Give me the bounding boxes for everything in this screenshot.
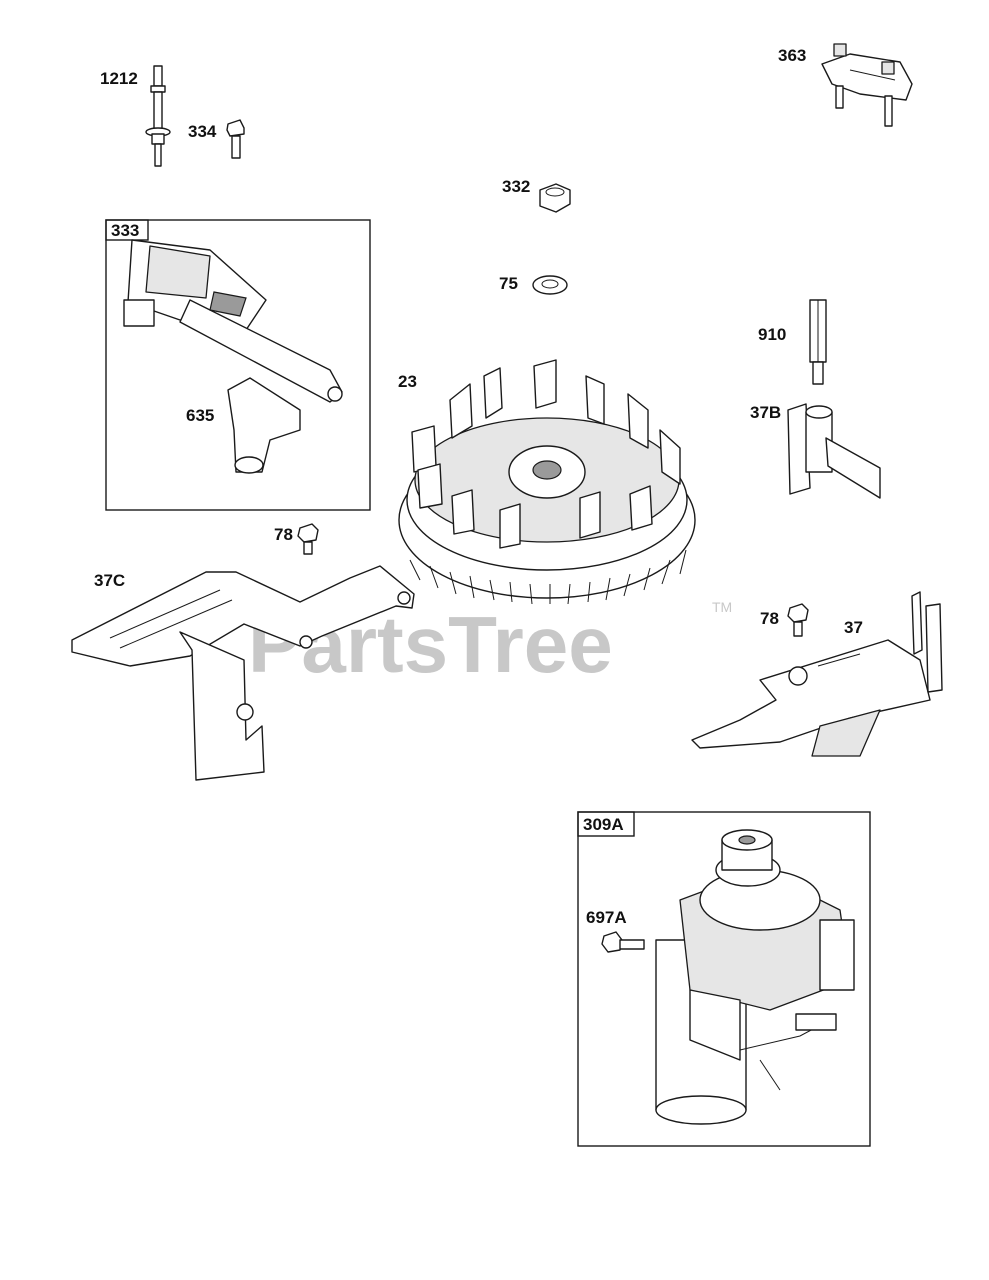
- part-363-bracket[interactable]: [821, 43, 913, 127]
- callout-78-right: 78: [760, 609, 779, 628]
- part-37b-bracket[interactable]: [787, 403, 881, 499]
- part-333-armature[interactable]: [123, 239, 343, 403]
- part-23-flywheel[interactable]: [398, 359, 696, 605]
- callout-37: 37: [844, 618, 863, 637]
- part-635-boot[interactable]: [227, 377, 301, 474]
- callout-635: 635: [186, 406, 214, 425]
- callout-910: 910: [758, 325, 786, 344]
- callout-78-left: 78: [274, 525, 293, 544]
- part-910-spacer[interactable]: [809, 299, 827, 385]
- part-78-bolt-left[interactable]: [297, 523, 319, 555]
- part-334-bolt[interactable]: [226, 119, 245, 159]
- callout-334: 334: [188, 122, 217, 141]
- group-box-333: [105, 219, 371, 511]
- callout-363: 363: [778, 46, 806, 65]
- callout-333: 333: [111, 221, 139, 240]
- part-332-nut[interactable]: [539, 183, 571, 213]
- part-78-bolt-right[interactable]: [787, 603, 809, 637]
- part-75-washer[interactable]: [532, 275, 568, 295]
- callout-box-333: [105, 219, 149, 241]
- part-697a-bolt[interactable]: [601, 931, 645, 953]
- group-box-309a: [577, 811, 871, 1147]
- part-309a-starter-motor[interactable]: [655, 829, 855, 1125]
- callout-75: 75: [499, 274, 518, 293]
- part-1212-stud[interactable]: [145, 65, 171, 167]
- callout-box-309a: [577, 811, 635, 837]
- callout-37b: 37B: [750, 403, 781, 422]
- callout-23: 23: [398, 372, 417, 391]
- watermark-trademark: TM: [712, 599, 732, 615]
- part-37c-baffle[interactable]: [71, 565, 415, 781]
- callout-37c: 37C: [94, 571, 125, 590]
- callout-309a: 309A: [583, 815, 624, 834]
- callout-697a: 697A: [586, 908, 627, 927]
- callout-332: 332: [502, 177, 530, 196]
- callout-1212: 1212: [100, 69, 138, 88]
- part-37-bracket[interactable]: [691, 591, 943, 757]
